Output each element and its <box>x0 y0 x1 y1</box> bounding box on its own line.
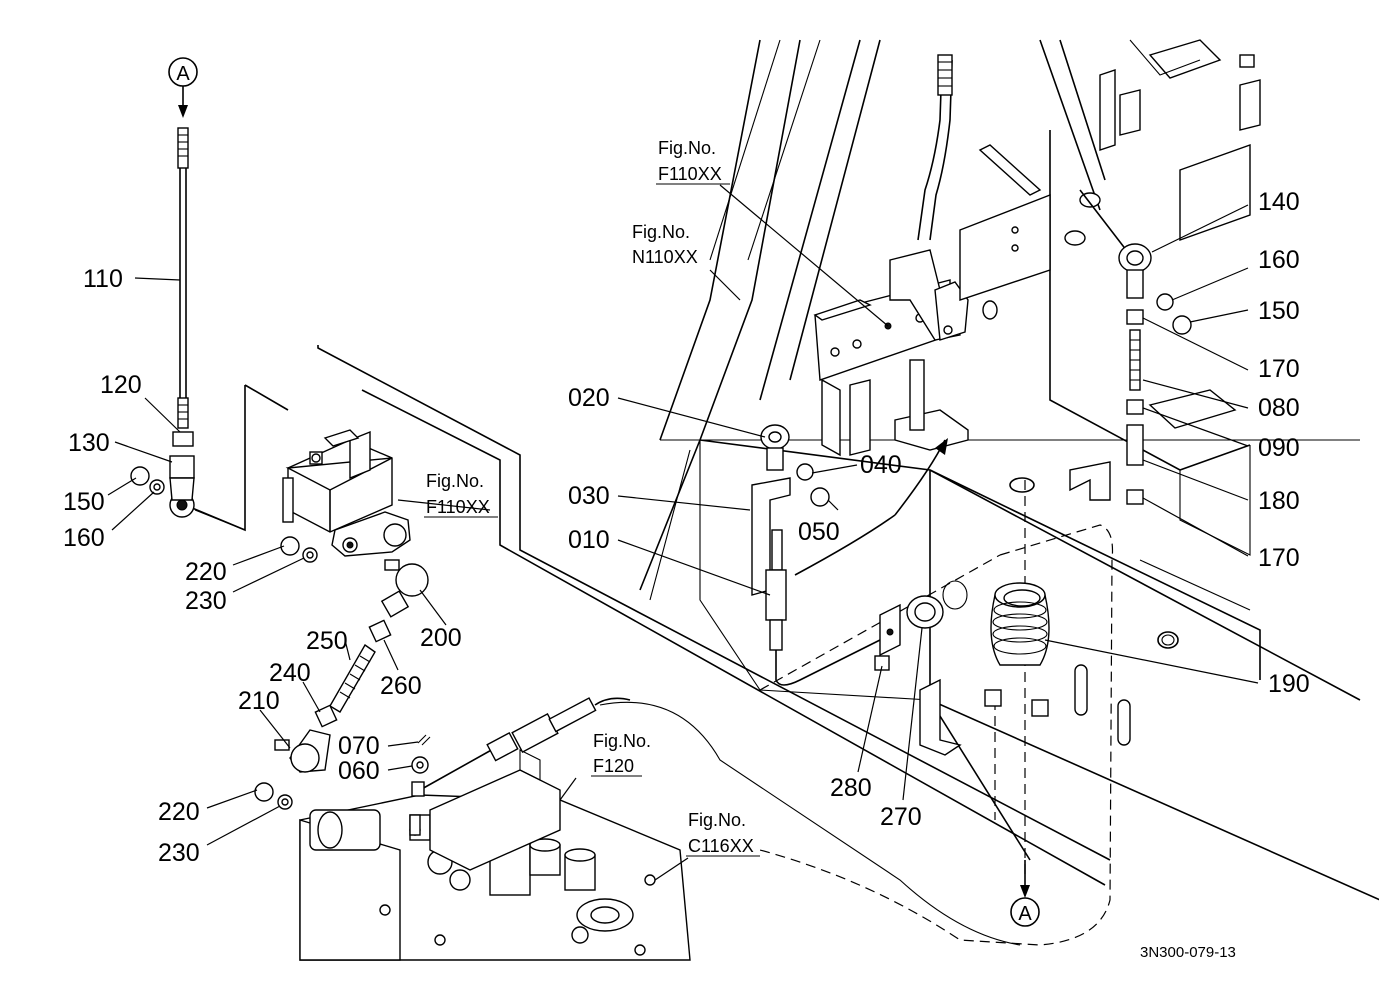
leader-lines <box>107 184 1259 881</box>
control-valve-body <box>299 749 691 961</box>
label-070: 070 <box>338 732 380 760</box>
label-150b: 150 <box>1258 297 1300 325</box>
label-120: 120 <box>100 371 142 399</box>
fig-ref-c116: C116XX <box>688 836 754 856</box>
nut-150 <box>130 466 150 486</box>
nut-150 <box>1172 315 1192 335</box>
label-230a: 230 <box>185 587 227 615</box>
label-130: 130 <box>68 429 110 457</box>
label-200: 200 <box>420 624 462 652</box>
fig-ref-f110-mid: F110XX <box>426 497 490 517</box>
nut-120 <box>172 431 194 447</box>
cable-010 <box>751 424 948 686</box>
label-260: 260 <box>380 672 422 700</box>
fig-label-f110-top: Fig.No. <box>658 138 716 158</box>
fig-label-f120: Fig.No. <box>593 731 651 751</box>
label-220b: 220 <box>158 798 200 826</box>
fig-label-n110: Fig.No. <box>632 222 690 242</box>
fig-label-c116: Fig.No. <box>688 810 746 830</box>
label-250: 250 <box>306 627 348 655</box>
nut-050 <box>810 487 830 507</box>
figure-references: Fig.No. F110XX Fig.No. N110XX Fig.No. F1… <box>424 138 760 857</box>
boot-and-grommets <box>874 477 1179 756</box>
label-220a: 220 <box>185 558 227 586</box>
washer-160 <box>1156 293 1174 311</box>
label-150a: 150 <box>63 488 105 516</box>
label-050: 050 <box>798 518 840 546</box>
label-180: 180 <box>1258 487 1300 515</box>
shift-rod-110 <box>130 127 195 518</box>
frame-panel-lines <box>184 39 1379 946</box>
ball-joint-200 <box>395 563 429 597</box>
nut-170 <box>1126 309 1144 325</box>
shift-lever-assembly <box>813 54 1101 457</box>
label-090: 090 <box>1258 434 1300 462</box>
view-marker-top: A <box>168 57 198 118</box>
label-210: 210 <box>238 687 280 715</box>
part-labels: 110 120 130 150 160 220 230 200 250 260 … <box>63 188 1310 867</box>
label-280: 280 <box>830 774 872 802</box>
label-030: 030 <box>568 482 610 510</box>
svg-text:A: A <box>1018 903 1032 925</box>
fig-ref-f110-top: F110XX <box>658 164 722 184</box>
label-010: 010 <box>568 526 610 554</box>
label-270: 270 <box>880 803 922 831</box>
fig-ref-f120: F120 <box>593 756 634 776</box>
label-060: 060 <box>338 757 380 785</box>
label-160b: 160 <box>1258 246 1300 274</box>
label-140: 140 <box>1258 188 1300 216</box>
control-cable-f120 <box>409 697 631 836</box>
lever-bracket-assembly <box>254 429 429 810</box>
label-170b: 170 <box>1258 544 1300 572</box>
label-190: 190 <box>1268 670 1310 698</box>
right-linkage <box>1069 189 1237 505</box>
top-right-mechanism <box>1099 39 1261 241</box>
fig-label-f110-mid: Fig.No. <box>426 471 484 491</box>
fig-ref-n110: N110XX <box>632 247 698 267</box>
svg-text:A: A <box>176 63 190 85</box>
label-240: 240 <box>269 659 311 687</box>
label-110: 110 <box>83 265 123 293</box>
label-160a: 160 <box>63 524 105 552</box>
label-020: 020 <box>568 384 610 412</box>
label-170a: 170 <box>1258 355 1300 383</box>
view-marker-bottom: A <box>1010 860 1040 927</box>
rod-end-130 <box>169 455 195 479</box>
label-230b: 230 <box>158 839 200 867</box>
drawing-id: 3N300-079-13 <box>1140 944 1236 961</box>
label-040: 040 <box>860 451 902 479</box>
label-080: 080 <box>1258 394 1300 422</box>
washer-040 <box>796 463 814 481</box>
